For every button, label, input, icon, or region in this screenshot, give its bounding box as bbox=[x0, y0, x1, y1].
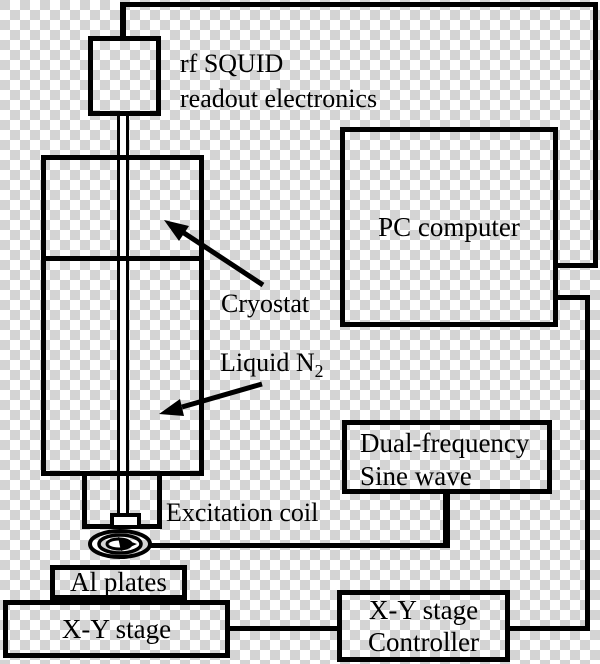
al-plates-box: Al plates bbox=[50, 565, 187, 600]
dual-frequency-label: Dual-frequency Sine wave bbox=[360, 428, 530, 491]
rf-squid-label: rf SQUID readout electronics bbox=[180, 49, 378, 113]
wire-dualfreq-vertical bbox=[443, 489, 450, 548]
sensor-tip-box bbox=[110, 513, 141, 529]
xy-stage-box: X-Y stage bbox=[3, 600, 230, 658]
wire-right-upper-vertical bbox=[593, 2, 598, 268]
xy-stage-label: X-Y stage bbox=[61, 613, 172, 644]
cryostat-label: Cryostat bbox=[221, 289, 310, 318]
liquid-n2-label: Liquid N2 bbox=[220, 348, 324, 382]
wire-coil-horizontal bbox=[148, 543, 448, 548]
dual-frequency-box: Dual-frequency Sine wave bbox=[342, 420, 552, 494]
wire-pc-lower-stub bbox=[557, 295, 590, 300]
cryostat-divider-line bbox=[41, 256, 204, 261]
pc-computer-box: PC computer bbox=[340, 127, 558, 327]
xy-stage-controller-box: X-Y stage Controller bbox=[337, 590, 510, 662]
rf-squid-box bbox=[88, 36, 161, 116]
al-plates-label: Al plates bbox=[70, 567, 167, 597]
probe-rod bbox=[117, 114, 129, 514]
wire-pc-upper-stub bbox=[557, 263, 598, 268]
excitation-coil-icon bbox=[88, 529, 152, 559]
wire-right-lower-vertical bbox=[585, 295, 590, 631]
cryostat-box bbox=[41, 155, 204, 476]
excitation-coil-label: Excitation coil bbox=[166, 498, 319, 527]
xy-stage-controller-label: X-Y stage Controller bbox=[368, 595, 479, 657]
wire-stage-to-controller bbox=[228, 626, 340, 631]
wire-squidbox-top-vertical bbox=[120, 2, 126, 40]
wire-controller-to-right bbox=[510, 626, 590, 631]
wire-top-horizontal bbox=[120, 2, 598, 7]
pc-computer-label: PC computer bbox=[378, 211, 520, 242]
